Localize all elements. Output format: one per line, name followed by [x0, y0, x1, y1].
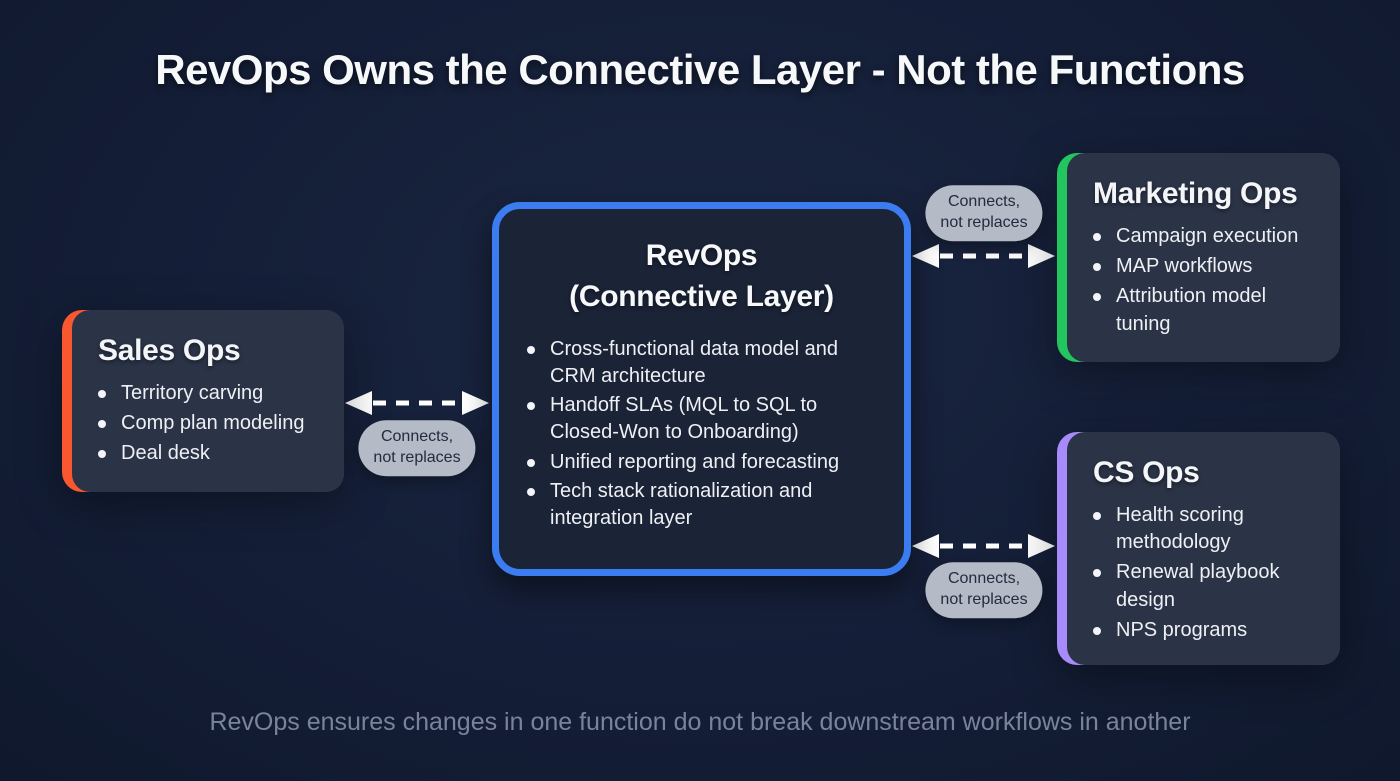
list-item: Deal desk: [98, 440, 320, 467]
bullet-text: MAP workflows: [1116, 255, 1253, 278]
bullet-dot-icon: [1093, 626, 1101, 635]
cs-ops-card-body: CS Ops Health scoring methodology Renewa…: [1067, 432, 1340, 665]
sales-ops-bullet-list: Territory carving Comp plan modeling Dea…: [98, 380, 320, 468]
bullet-text: Health scoring methodology: [1116, 504, 1244, 554]
bullet-dot-icon: [98, 420, 106, 429]
sales-ops-card-body: Sales Ops Territory carving Comp plan mo…: [72, 310, 344, 492]
bullet-text: Comp plan modeling: [121, 412, 305, 435]
card-marketing-ops: Marketing Ops Campaign execution MAP wor…: [1057, 153, 1340, 362]
list-item: Handoff SLAs (MQL to SQL to Closed-Won t…: [527, 392, 876, 446]
bullet-dot-icon: [527, 402, 535, 411]
list-item: Territory carving: [98, 380, 320, 407]
bullet-text: Territory carving: [121, 382, 264, 404]
list-item: Attribution model tuning: [1093, 283, 1316, 337]
list-item: Tech stack rationalization and integrati…: [527, 478, 876, 532]
page-title: RevOps Owns the Connective Layer - Not t…: [155, 46, 1245, 93]
revops-bullet-list: Cross-functional data model and CRM arch…: [527, 336, 876, 532]
bullet-text: Renewal playbook design: [1116, 561, 1280, 611]
connector-label-top-right: Connects, not replaces: [925, 185, 1043, 241]
bullet-text: Handoff SLAs (MQL to SQL to Closed-Won t…: [550, 394, 818, 444]
bullet-text: Attribution model tuning: [1116, 285, 1267, 335]
marketing-ops-bullet-list: Campaign execution MAP workflows Attribu…: [1093, 223, 1316, 338]
cs-ops-title: CS Ops: [1093, 456, 1200, 489]
bullet-dot-icon: [1093, 233, 1101, 241]
list-item: NPS programs: [1093, 617, 1316, 644]
bullet-dot-icon: [527, 458, 535, 467]
dashed-arrow-left: [345, 391, 489, 415]
bullet-dot-icon: [98, 390, 106, 398]
bullet-text: Unified reporting and forecasting: [550, 450, 840, 473]
list-item: MAP workflows: [1093, 253, 1316, 280]
dashed-arrow-bottom-right: [912, 534, 1055, 558]
bullet-dot-icon: [98, 450, 106, 459]
list-item: Comp plan modeling: [98, 410, 320, 437]
list-item: Health scoring methodology: [1093, 502, 1316, 556]
list-item: Unified reporting and forecasting: [527, 449, 876, 476]
bullet-dot-icon: [1093, 263, 1101, 272]
bullet-text: Campaign execution: [1116, 225, 1299, 247]
card-sales-ops: Sales Ops Territory carving Comp plan mo…: [62, 310, 344, 492]
bullet-dot-icon: [527, 345, 535, 354]
sales-ops-title: Sales Ops: [98, 334, 241, 367]
list-item: Campaign execution: [1093, 223, 1316, 250]
connector-label-bottom-right: Connects, not replaces: [925, 562, 1043, 618]
revops-box-title: RevOps (Connective Layer): [569, 239, 834, 314]
connector-label-left: Connects, not replaces: [358, 420, 476, 476]
list-item: Renewal playbook design: [1093, 559, 1316, 613]
bullet-text: Deal desk: [121, 442, 210, 465]
list-item: Cross-functional data model and CRM arch…: [527, 336, 876, 390]
card-cs-ops: CS Ops Health scoring methodology Renewa…: [1057, 432, 1340, 665]
bullet-dot-icon: [1093, 569, 1101, 578]
bullet-text: Tech stack rationalization and integrati…: [550, 479, 813, 529]
bullet-text: Cross-functional data model and CRM arch…: [550, 337, 838, 387]
footer-caption: RevOps ensures changes in one function d…: [209, 708, 1191, 736]
cs-ops-bullet-list: Health scoring methodology Renewal playb…: [1093, 502, 1316, 644]
bullet-dot-icon: [1093, 293, 1101, 302]
marketing-ops-card-body: Marketing Ops Campaign execution MAP wor…: [1067, 153, 1340, 362]
dashed-arrow-top-right: [912, 244, 1055, 268]
bullet-dot-icon: [1093, 512, 1101, 520]
bullet-dot-icon: [527, 487, 535, 496]
revops-connective-layer-box: RevOps (Connective Layer) Cross-function…: [492, 202, 911, 576]
bullet-text: NPS programs: [1116, 618, 1248, 641]
marketing-ops-title: Marketing Ops: [1093, 177, 1298, 210]
